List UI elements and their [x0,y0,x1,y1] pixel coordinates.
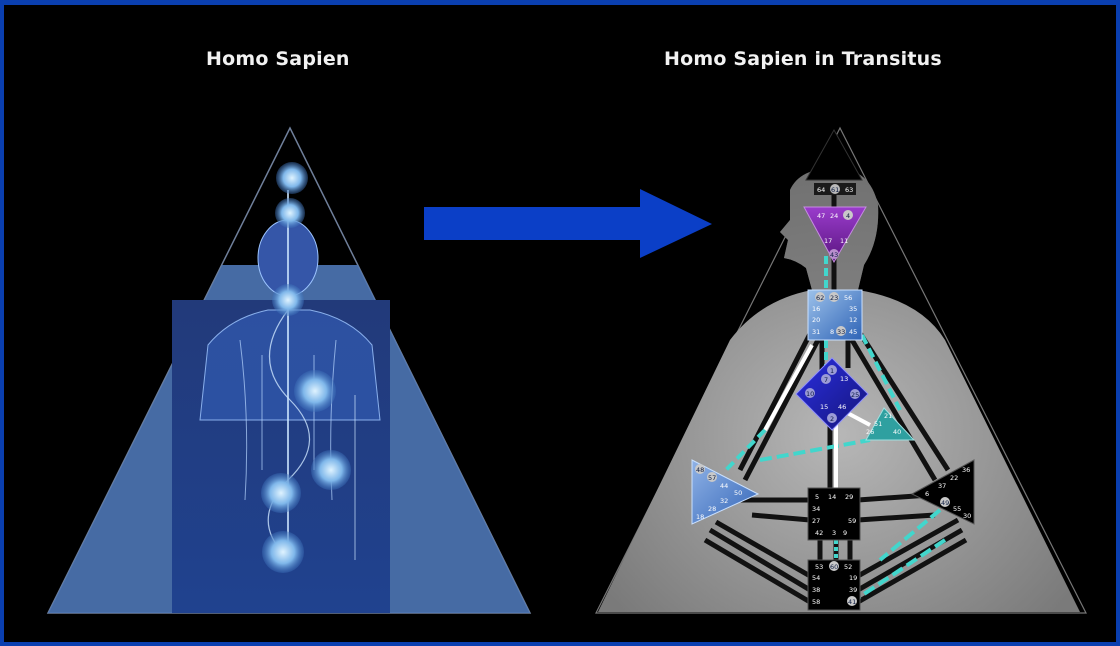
gate-38: 38 [812,586,820,594]
gate-51: 51 [874,420,882,428]
gate-43: 43 [830,251,838,259]
gate-3: 3 [832,529,836,537]
solar-plexus-chakra [311,450,351,490]
gate-58: 58 [812,598,820,606]
gate-30: 30 [963,512,971,520]
gate-9: 9 [843,529,847,537]
gate-61: 61 [831,186,839,194]
gate-13: 13 [840,375,848,383]
gate-63: 63 [845,186,853,194]
gate-31: 31 [812,328,820,336]
gate-4: 4 [846,212,850,220]
gate-1: 1 [830,367,834,375]
gate-60: 60 [830,563,838,571]
gate-39: 39 [849,586,857,594]
gate-16: 16 [812,305,820,313]
arrow-shape [424,189,712,258]
gate-54: 54 [812,574,820,582]
homo-sapien-illustration [48,128,530,613]
gate-59: 59 [848,517,856,525]
gate-17: 17 [824,237,832,245]
gate-33: 33 [837,328,845,336]
gate-57: 57 [708,474,716,482]
gate-27: 27 [812,517,820,525]
gate-15: 15 [820,403,828,411]
gate-14: 14 [828,493,836,501]
gate-7: 7 [824,376,828,384]
gate-35: 35 [849,305,857,313]
bodygraph-illustration: 64 61 63 47 24 4 17 11 43 62 23 56 16 35… [596,128,1086,613]
gate-29: 29 [845,493,853,501]
gate-18: 18 [696,513,704,521]
gate-36: 36 [962,466,970,474]
throat-chakra [272,284,304,316]
gate-21: 21 [884,412,892,420]
gate-48: 48 [696,466,704,474]
gate-8: 8 [830,328,834,336]
gate-25: 25 [851,391,859,399]
gate-20: 20 [812,316,820,324]
gate-11: 11 [840,237,848,245]
gate-6: 6 [925,490,929,498]
gate-2: 2 [830,415,834,423]
gate-26: 26 [866,428,874,436]
crown-chakra [276,162,308,194]
gate-32: 32 [720,497,728,505]
gate-42: 42 [815,529,823,537]
gate-56: 56 [844,294,852,302]
gate-44: 44 [720,482,728,490]
gate-50: 50 [734,489,742,497]
transition-arrow [424,189,712,258]
gate-5: 5 [815,493,819,501]
gate-19: 19 [849,574,857,582]
gate-55: 55 [953,505,961,513]
gate-49: 49 [941,499,949,507]
gate-22: 22 [950,474,958,482]
gate-37: 37 [938,482,946,490]
gate-62: 62 [816,294,824,302]
gate-64: 64 [817,186,825,194]
gate-12: 12 [849,316,857,324]
heart-chakra [294,370,336,412]
gate-40: 40 [893,428,901,436]
root-chakra [262,531,304,573]
gate-46: 46 [838,403,846,411]
gate-47: 47 [817,212,825,220]
sacral-chakra [261,473,301,513]
gate-34: 34 [812,505,820,513]
third-eye-chakra [275,198,305,228]
gate-23: 23 [830,294,838,302]
gate-45: 45 [849,328,857,336]
gate-53: 53 [815,563,823,571]
gate-41: 41 [848,598,856,606]
gate-24: 24 [830,212,838,220]
gate-52: 52 [844,563,852,571]
gate-10: 10 [806,390,814,398]
gate-28: 28 [708,505,716,513]
